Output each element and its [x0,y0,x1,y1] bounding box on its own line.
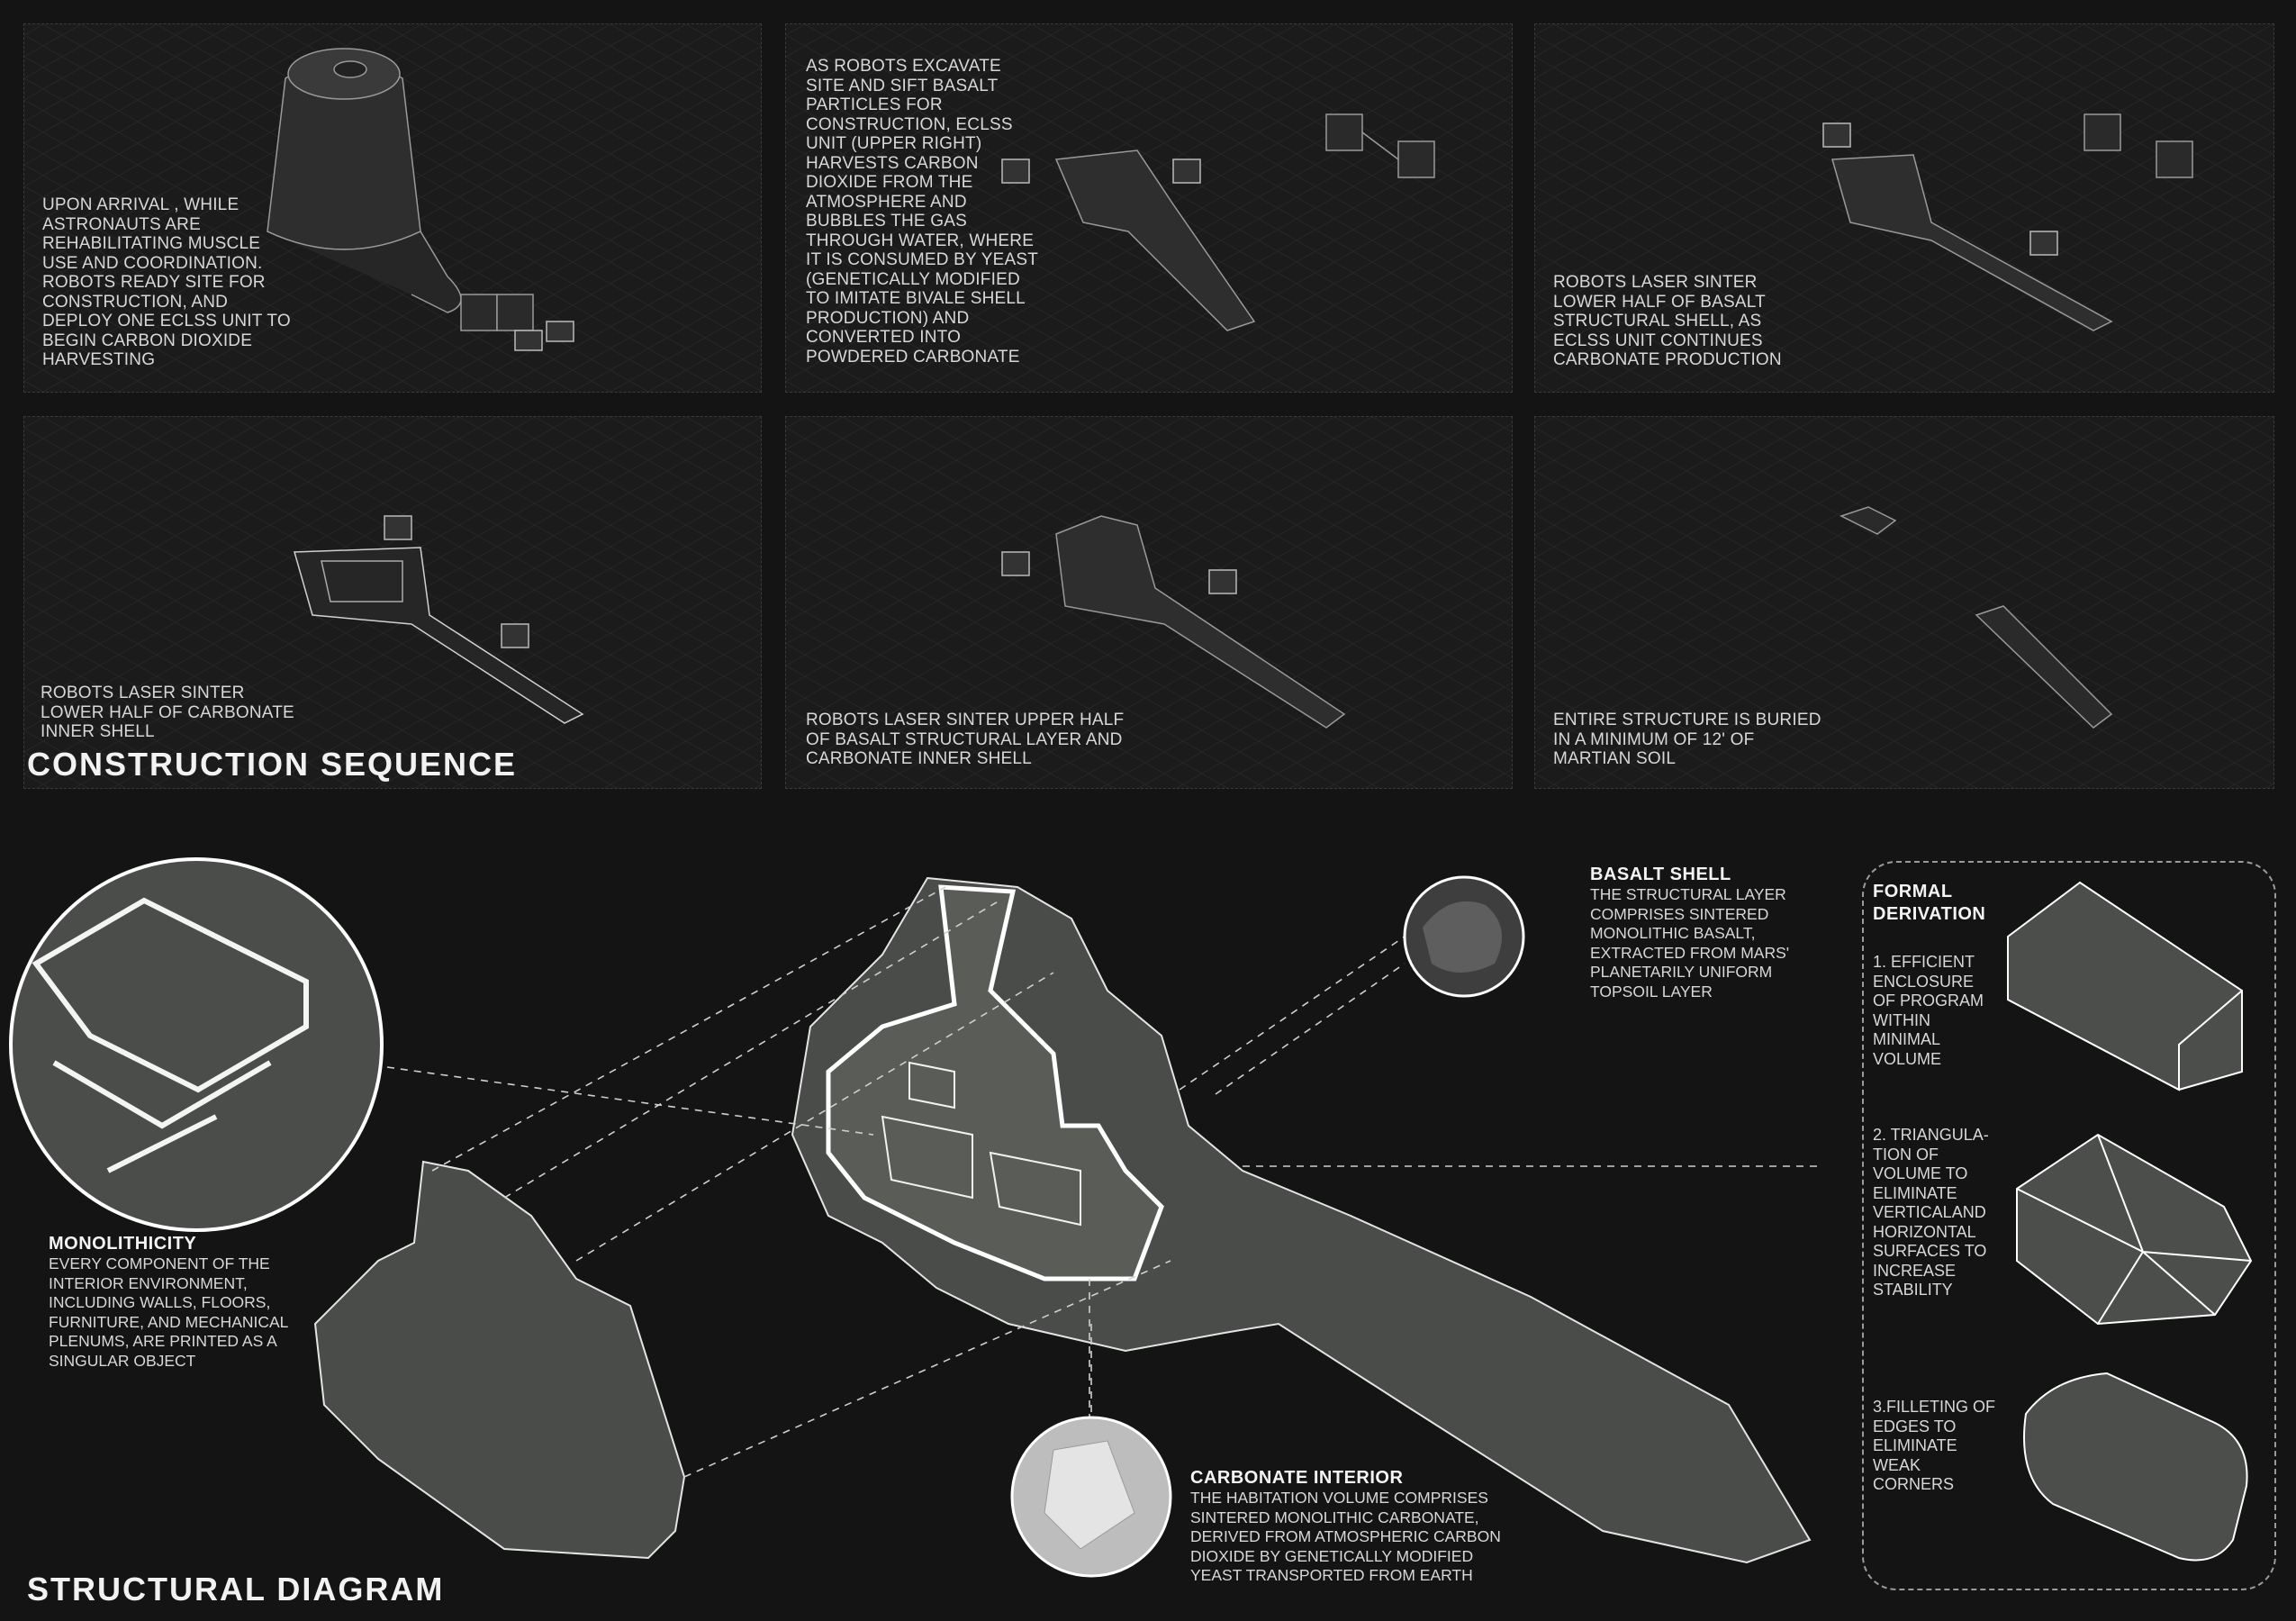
formal-shape-3 [2023,1372,2248,1562]
sequence-text-1: UPON ARRIVAL , WHILE ASTRONAUTS ARE REHA… [42,195,291,369]
robot-icons [384,515,529,648]
explode-lines [386,886,1819,1478]
sequence-text-6: ENTIRE STRUCTURE IS BURIED IN A MINIMUM … [1553,711,1821,768]
monolithicity-detail-circle [9,857,384,1232]
basalt-shell-lower [1831,154,2113,331]
panel-4-illustration [24,417,761,788]
sequence-text-3: ROBOTS LASER SINTER LOWER HALF OF BASALT… [1553,273,1782,369]
carbonate-body: THE HABITATION VOLUME COMPRISES SINTERED… [1190,1489,1501,1584]
basalt-detail-circle [1403,875,1525,998]
robot-icons [1001,551,1237,594]
sequence-text-4: ROBOTS LASER SINTER LOWER HALF OF CARBON… [41,684,294,741]
robot-icons [1822,122,2058,256]
basalt-title: BASALT SHELL [1590,865,1731,884]
formal-step-3: 3.FILLETING OF EDGES TO ELIMINATE WEAK C… [1873,1398,1996,1493]
carbonate-inner-shell [294,547,584,724]
lander-capsule [267,48,462,313]
eclss-unit [1325,113,1435,178]
monolithicity-body: EVERY COMPONENT OF THE INTERIOR ENVIRONM… [49,1254,289,1370]
robot-icons [514,321,574,351]
sequence-text-5: ROBOTS LASER SINTER UPPER HALF OF BASALT… [806,711,1125,768]
eclss-boxes [460,294,534,331]
basalt-body: THE STRUCTURAL LAYER COMPRISES SINTERED … [1590,885,1790,1001]
formal-step-2: 2. TRIANGULA- TION OF VOLUME TO ELIMINAT… [1873,1126,1989,1299]
monolithicity-title: MONOLITHICITY [49,1234,197,1254]
carbonate-interior [826,884,1164,1281]
structural-diagram-illustration [9,857,2253,1578]
monolithicity-callout: MONOLITHICITY EVERY COMPONENT OF THE INT… [49,1234,288,1371]
basalt-callout: BASALT SHELL THE STRUCTURAL LAYER COMPRI… [1590,865,1789,1001]
eclss-unit [2084,113,2193,178]
panel-6-illustration [1535,417,2273,788]
carbonate-title: CARBONATE INTERIOR [1190,1468,1404,1488]
sequence-panel-6: ENTIRE STRUCTURE IS BURIED IN A MINIMUM … [1534,416,2274,789]
excavation-pit [1054,149,1256,331]
sequence-panel-1: UPON ARRIVAL , WHILE ASTRONAUTS ARE REHA… [23,23,762,393]
carbonate-callout: CARBONATE INTERIOR THE HABITATION VOLUME… [1190,1468,1501,1586]
sequence-panel-3: ROBOTS LASER SINTER LOWER HALF OF BASALT… [1534,23,2274,393]
formal-derivation-box: FORMAL DERIVATION 1. EFFICIENT ENCLOSURE… [1862,861,2276,1590]
panel-2-illustration [786,24,1512,392]
structural-diagram-title: STRUCTURAL DIAGRAM [27,1571,445,1607]
carbonate-detail-circle [1010,1416,1172,1578]
formal-step-1: 1. EFFICIENT ENCLOSURE OF PROGRAM WITHIN… [1873,953,1984,1068]
formal-derivation-title: FORMAL DERIVATION [1873,882,1986,924]
construction-sequence-title: CONSTRUCTION SEQUENCE [27,746,518,783]
buried-structure [1840,506,2113,729]
interior-rooms [881,1061,1081,1227]
sequence-text-2: AS ROBOTS EXCAVATE SITE AND SIFT BASALT … [806,57,1039,367]
sequence-panel-5: ROBOTS LASER SINTER UPPER HALF OF BASALT… [785,416,1513,789]
formal-shape-2 [2016,1133,2253,1326]
upper-shell [1055,515,1346,729]
robot-icons [1001,158,1201,184]
panel-1-illustration [24,24,761,392]
panel-5-illustration [786,417,1512,788]
sequence-panel-4: ROBOTS LASER SINTER LOWER HALF OF CARBON… [23,416,762,789]
panel-3-illustration [1535,24,2273,392]
formal-shape-1 [2007,881,2243,1091]
sequence-panel-2: AS ROBOTS EXCAVATE SITE AND SIFT BASALT … [785,23,1513,393]
